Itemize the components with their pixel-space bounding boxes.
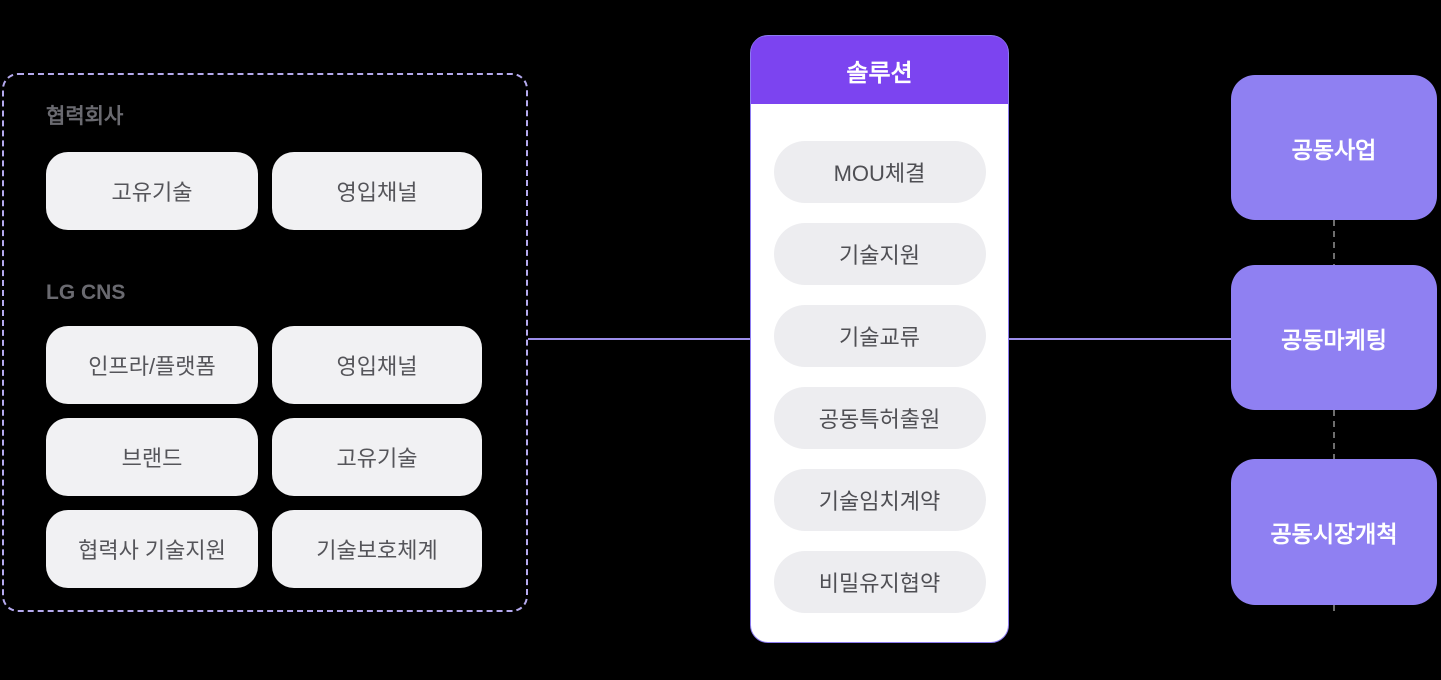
connector-right-line [1009, 338, 1231, 340]
solution-card-title: 솔루션 [751, 36, 1008, 104]
partner-pill-grid: 고유기술 영입채널 [46, 152, 482, 230]
solution-item-pill: 기술지원 [773, 223, 986, 285]
section-label-partner-company: 협력회사 [46, 105, 124, 128]
outcome-box-joint-marketing: 공동마케팅 [1231, 265, 1437, 410]
outcome-box-joint-business: 공동사업 [1231, 75, 1437, 220]
capability-pill: 영입채널 [272, 152, 482, 230]
solution-card-body: MOU체결 기술지원 기술교류 공동특허출원 기술임치계약 비밀유지협약 [751, 104, 1008, 613]
capability-pill: 협력사 기술지원 [46, 510, 258, 588]
section-label-lg-cns: LG CNS [46, 281, 126, 304]
capability-pill: 고유기술 [46, 152, 258, 230]
solution-item-pill: 기술임치계약 [773, 469, 986, 531]
solution-item-pill: MOU체결 [773, 141, 986, 203]
outcome-dashed-connector [1333, 220, 1335, 265]
solution-item-pill: 기술교류 [773, 305, 986, 367]
solution-card: 솔루션 MOU체결 기술지원 기술교류 공동특허출원 기술임치계약 비밀유지협약 [750, 35, 1009, 643]
capability-pill: 고유기술 [272, 418, 482, 496]
outcome-dashed-connector-stub [1333, 605, 1335, 611]
lgcns-pill-grid: 인프라/플랫폼 영입채널 브랜드 고유기술 협력사 기술지원 기술보호체계 [46, 326, 482, 588]
outcome-dashed-connector [1333, 410, 1335, 459]
capabilities-panel: 협력회사 고유기술 영입채널 LG CNS 인프라/플랫폼 영입채널 브랜드 고… [2, 73, 528, 612]
capability-pill: 브랜드 [46, 418, 258, 496]
capability-pill: 기술보호체계 [272, 510, 482, 588]
capability-pill: 영입채널 [272, 326, 482, 404]
solution-item-pill: 비밀유지협약 [773, 551, 986, 613]
outcome-box-joint-market-development: 공동시장개척 [1231, 459, 1437, 605]
connector-left-line [528, 338, 750, 340]
capability-pill: 인프라/플랫폼 [46, 326, 258, 404]
solution-item-pill: 공동특허출원 [773, 387, 986, 449]
